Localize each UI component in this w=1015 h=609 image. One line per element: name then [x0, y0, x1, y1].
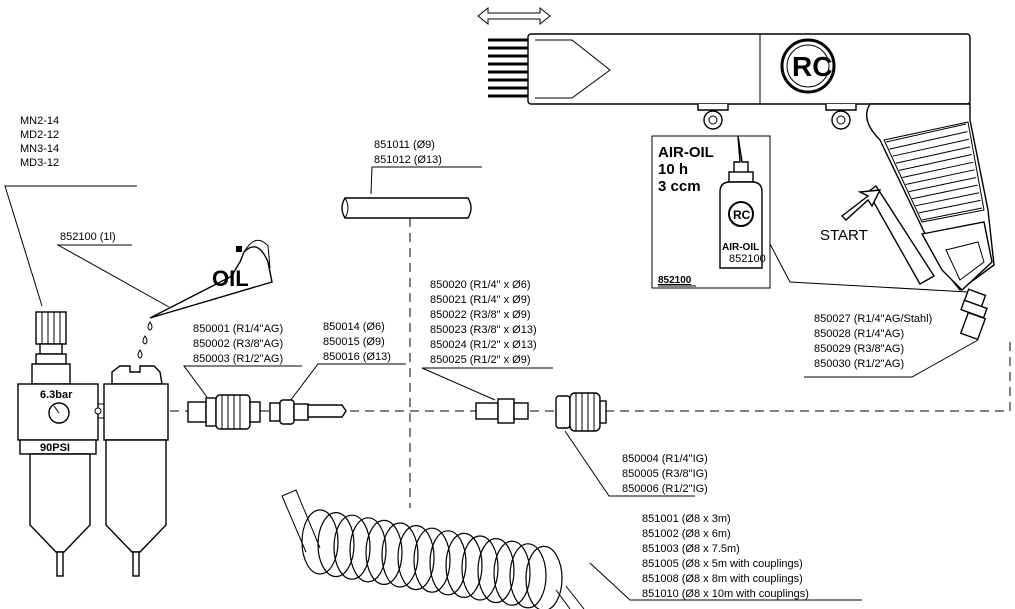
double-arrow-icon	[477, 6, 551, 26]
leader-spiral	[589, 562, 862, 601]
hose-icon	[341, 197, 472, 219]
leader-coupler	[564, 430, 695, 497]
hose-code-1: 851011 (Ø9)	[374, 139, 435, 151]
plug-code-1: 850001 (R1/4"AG)	[193, 323, 283, 335]
filter-regulator: 6.3bar 90PSI	[17, 311, 169, 577]
hose-tail-code-2: 850015 (Ø9)	[323, 336, 385, 348]
nipple-code-4: 850023 (R3/8" x Ø13)	[430, 324, 537, 336]
leader-hose	[370, 166, 482, 195]
nipple-code-1: 850020 (R1/4" x Ø6)	[430, 279, 531, 291]
oil-bottle-icon: RC AIR-OIL 852100	[719, 135, 766, 269]
leader-hose-tail	[289, 363, 406, 402]
spiral-code-5: 851008 (Ø8 x 8m with couplings)	[642, 573, 803, 585]
leader-regulator	[4, 185, 137, 307]
quick-coupler-plug-icon	[187, 394, 261, 430]
pressure-bar: 6.3bar	[40, 389, 73, 401]
coupler-code-2: 850005 (R3/8"IG)	[622, 468, 708, 480]
air-oil-amount: 3 ccm	[658, 178, 701, 195]
nipple-code-6: 850025 (R1/2" x Ø9)	[430, 354, 531, 366]
nipple-code-2: 850021 (R1/4" x Ø9)	[430, 294, 531, 306]
nipple-icon	[475, 398, 529, 424]
plug-code-2: 850002 (R3/8"AG)	[193, 338, 283, 350]
tool-plug-code-3: 850029 (R3/8"AG)	[814, 343, 904, 355]
tool-plug-code-1: 850027 (R1/4"AG/Stahl)	[814, 313, 932, 325]
spiral-hose-icon	[281, 489, 585, 609]
leader-tool-plug	[804, 339, 979, 378]
hose-code-2: 851012 (Ø13)	[374, 154, 442, 166]
spiral-code-3: 851003 (Ø8 x 7.5m)	[642, 543, 740, 555]
spiral-code-4: 851005 (Ø8 x 5m with couplings)	[642, 558, 803, 570]
nipple-code-5: 850024 (R1/2" x Ø13)	[430, 339, 537, 351]
coupler-socket-icon	[555, 392, 607, 432]
air-oil-box: AIR-OIL 10 h 3 ccm RC AIR-OIL 852100 852…	[651, 135, 969, 293]
bottle-label: AIR-OIL	[722, 242, 759, 253]
leader-oil	[56, 244, 170, 308]
spiral-code-1: 851001 (Ø8 x 3m)	[642, 513, 731, 525]
plug-code-3: 850003 (R1/2"AG)	[193, 353, 283, 365]
bottle-logo-text: RC	[733, 208, 751, 222]
spiral-code-6: 851010 (Ø8 x 10m with couplings)	[642, 588, 809, 600]
nipple-code-3: 850022 (R3/8" x Ø9)	[430, 309, 531, 321]
tool-plug-code-4: 850030 (R1/2"AG)	[814, 358, 904, 370]
air-oil-title: AIR-OIL	[658, 144, 714, 161]
coupler-code-3: 850006 (R1/2"IG)	[622, 483, 708, 495]
needle-scaler-tool: RC	[488, 33, 995, 291]
trigger	[867, 184, 935, 285]
coupler-code-1: 850004 (R1/4"IG)	[622, 453, 708, 465]
model-3: MN3-14	[20, 143, 59, 155]
oil-text: OIL	[212, 266, 249, 291]
rc-logo	[780, 38, 836, 94]
hose-tail-code-3: 850016 (Ø13)	[323, 351, 391, 363]
spiral-code-2: 851002 (Ø8 x 6m)	[642, 528, 731, 540]
tool-plug-code-2: 850028 (R1/4"AG)	[814, 328, 904, 340]
oil-can-icon: OIL	[137, 239, 273, 359]
tool-plug-icon	[959, 288, 988, 341]
oil-bottle-label: 852100 (1l)	[60, 231, 116, 243]
air-oil-interval: 10 h	[658, 161, 688, 178]
leader-plug	[183, 365, 302, 398]
hose-tail-icon	[269, 399, 347, 425]
model-1: MN2-14	[20, 115, 59, 127]
start-label: START	[820, 227, 868, 244]
model-2: MD2-12	[20, 129, 59, 141]
model-4: MD3-12	[20, 157, 59, 169]
regulator-models: MN2-14 MD2-12 MN3-14 MD3-12	[20, 115, 59, 169]
flow-line	[170, 340, 1011, 412]
leader-nipple	[421, 367, 553, 401]
rc-logo-text: RC	[792, 51, 832, 82]
start-arrow-icon	[840, 189, 882, 221]
bottle-code: 852100	[729, 253, 766, 265]
pressure-psi: 90PSI	[40, 442, 70, 454]
hose-tail-code-1: 850014 (Ø6)	[323, 321, 385, 333]
air-oil-part-number: 852100	[658, 275, 692, 286]
